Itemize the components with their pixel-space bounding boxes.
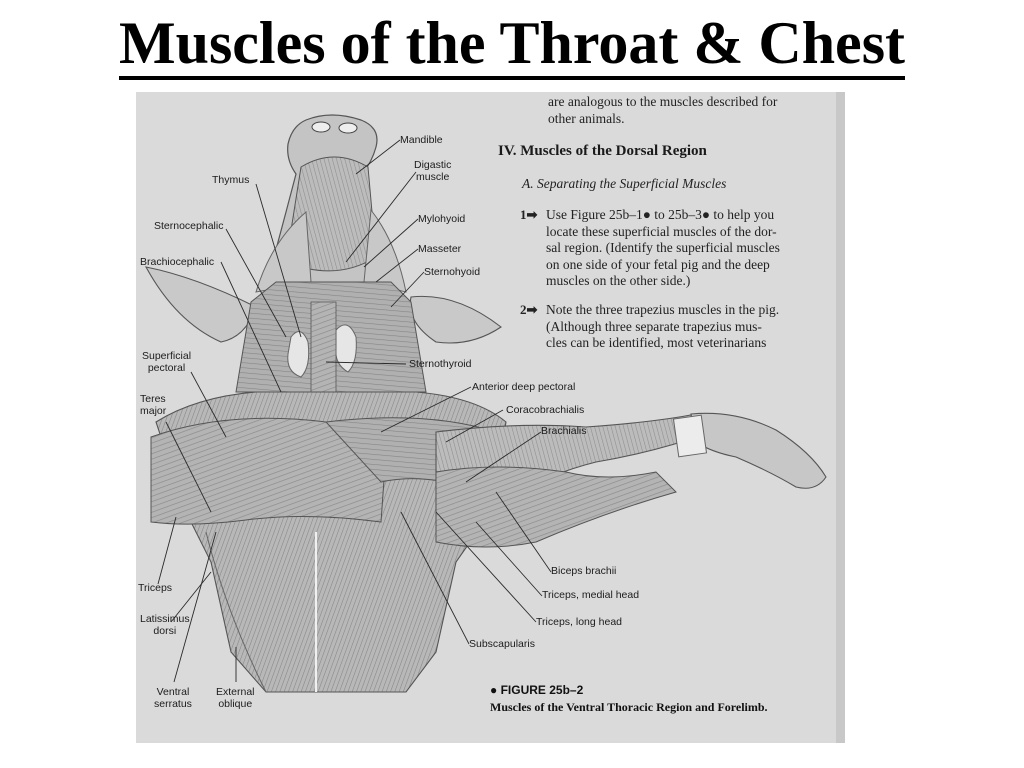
step-1: 1➡ Use Figure 25b–1● to 25b–3● to help y… bbox=[520, 207, 836, 290]
label-masseter: Masseter bbox=[418, 243, 462, 255]
step-1-line: locate these superficial muscles of the … bbox=[546, 223, 777, 239]
label-mandible: Mandible bbox=[400, 134, 443, 146]
pig-muscle-illustration bbox=[136, 92, 845, 743]
label-coracobrachialis: Coracobrachialis bbox=[506, 404, 585, 416]
step-1-number: 1➡ bbox=[520, 207, 538, 222]
label-sternocephalic: Sternocephalic bbox=[154, 220, 224, 232]
label-triceps-medial-head: Triceps, medial head bbox=[542, 589, 640, 601]
label-latissimus-dorsi: Latissimus dorsi bbox=[140, 613, 190, 637]
textbook-figure-scan: Mandible Digastic muscle Thymus Mylohyoi… bbox=[136, 92, 845, 743]
step-1-line: Use Figure 25b–1● to 25b–3● to help you bbox=[546, 207, 775, 222]
label-ventral-serratus: Ventral serratus bbox=[154, 686, 192, 710]
step-2-line: Note the three trapezius muscles in the … bbox=[546, 302, 780, 317]
label-sternohyoid: Sternohyoid bbox=[424, 266, 481, 278]
section-subheading: A. Separating the Superficial Muscles bbox=[522, 176, 727, 191]
label-brachiocephalic: Brachiocephalic bbox=[140, 256, 215, 268]
slide-title-text: Muscles of the Throat & Chest bbox=[118, 10, 906, 80]
figure-caption-number: ● FIGURE 25b–2 bbox=[490, 683, 584, 697]
step-2: 2➡ Note the three trapezius muscles in t… bbox=[520, 302, 836, 352]
step-2-line: (Although three separate trapezius mus- bbox=[546, 318, 762, 334]
label-teres-major: Teres major bbox=[140, 393, 167, 417]
step-1-line: on one side of your fetal pig and the de… bbox=[546, 256, 770, 272]
intro-line-2: other animals. bbox=[548, 111, 625, 126]
label-external-oblique: External oblique bbox=[216, 686, 255, 710]
step-1-line: sal region. (Identify the superficial mu… bbox=[546, 240, 780, 255]
label-thymus: Thymus bbox=[212, 174, 250, 186]
step-2-line: cles can be identified, most veterinaria… bbox=[546, 335, 767, 350]
label-biceps-brachii: Biceps brachii bbox=[551, 565, 617, 577]
label-superficial-pectoral: Superficial pectoral bbox=[142, 350, 192, 374]
label-subscapularis: Subscapularis bbox=[469, 638, 535, 650]
label-triceps-long-head: Triceps, long head bbox=[536, 616, 622, 628]
label-digastric-muscle: Digastic muscle bbox=[414, 159, 452, 183]
label-mylohyoid: Mylohyoid bbox=[418, 213, 466, 225]
section-heading: IV. Muscles of the Dorsal Region bbox=[498, 143, 707, 159]
intro-line-1: are analogous to the muscles described f… bbox=[548, 94, 778, 109]
step-2-number: 2➡ bbox=[520, 302, 538, 317]
label-anterior-deep-pectoral: Anterior deep pectoral bbox=[472, 381, 576, 393]
slide-title: Muscles of the Throat & Chest bbox=[0, 6, 1024, 80]
label-brachialis: Brachialis bbox=[541, 425, 587, 437]
label-triceps: Triceps bbox=[138, 582, 173, 594]
step-1-line: muscles on the other side.) bbox=[546, 273, 691, 288]
figure-caption-title: Muscles of the Ventral Thoracic Region a… bbox=[490, 700, 768, 714]
label-sternothyroid: Sternothyroid bbox=[409, 358, 472, 370]
